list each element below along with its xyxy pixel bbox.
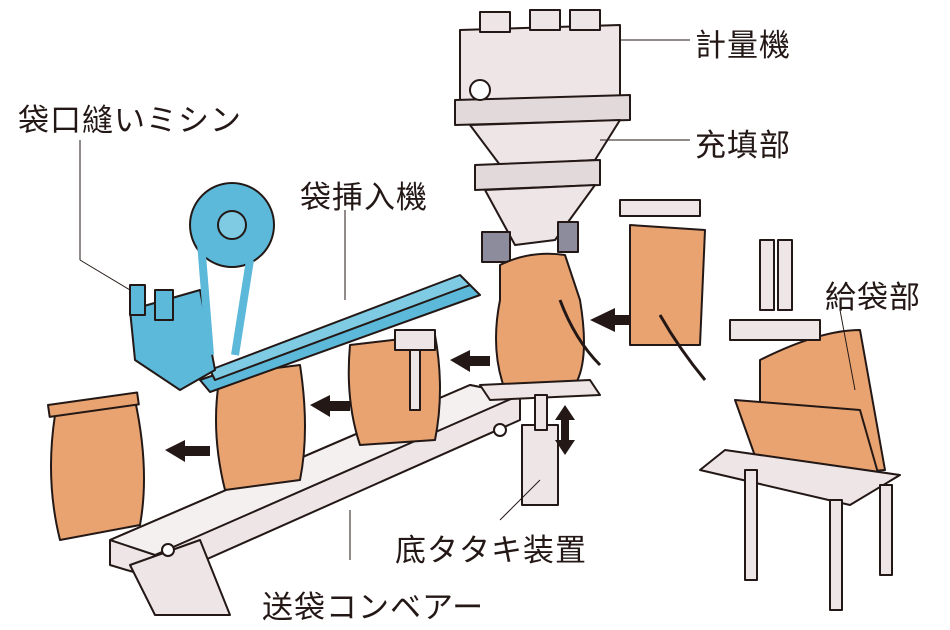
- label-weigher: 計量機: [695, 28, 791, 64]
- label-bag-feeder: 給袋部: [825, 280, 921, 316]
- weigher: [454, 9, 631, 166]
- curve-arrows: [558, 299, 707, 381]
- bottom-tapper: [479, 379, 601, 506]
- leader-lines: [79, 39, 856, 560]
- label-filling: 充填部: [695, 128, 791, 164]
- flow-arrows: [165, 308, 630, 462]
- filling-unit: [474, 159, 601, 263]
- label-sewing-machine: 袋口縫いミシン: [18, 103, 242, 139]
- label-conveyor: 送袋コンベアー: [262, 590, 485, 626]
- bag-inserter: [199, 274, 481, 411]
- label-bottom-tapper: 底タタキ装置: [395, 533, 587, 569]
- bags: [46, 224, 886, 541]
- conveyor: [109, 384, 521, 616]
- sewing-machine: [129, 182, 275, 391]
- bag-feeder: [619, 199, 901, 611]
- label-bag-inserter: 袋挿入機: [300, 180, 428, 216]
